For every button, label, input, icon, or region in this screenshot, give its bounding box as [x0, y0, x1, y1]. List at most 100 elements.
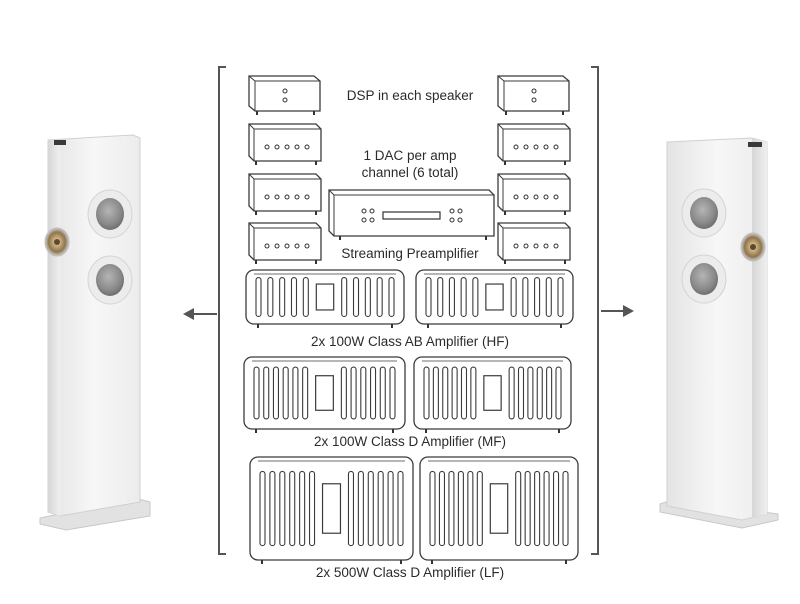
right-speaker-top-badge [748, 142, 762, 147]
amp-lf-label: 2x 500W Class D Amplifier (LF) [315, 565, 505, 580]
heatsink-fin [432, 366, 439, 420]
heatsink-fin [387, 470, 394, 547]
heatsink-fin [423, 366, 430, 420]
amp-center-panel [315, 283, 335, 311]
amplifier-modules [243, 269, 579, 564]
left-dac-1 [248, 123, 322, 165]
heatsink-fin [367, 470, 374, 547]
preamp-display [382, 211, 441, 220]
heatsink-fin [472, 277, 479, 317]
left-dsp-module [248, 75, 321, 115]
dac-label-line-1: 1 DAC per amp [363, 148, 457, 163]
right-bracket [591, 66, 599, 555]
right-dac-2 [497, 173, 571, 215]
heatsink-fin [259, 470, 266, 547]
heatsink-fin [545, 277, 552, 317]
left-bracket [218, 66, 226, 555]
heatsink-fin [470, 366, 477, 420]
heatsink-fin [534, 470, 541, 547]
heatsink-fin [340, 366, 347, 420]
heatsink-fin [460, 277, 467, 317]
heatsink-fin [369, 366, 377, 420]
left-speaker-cabinet [47, 134, 141, 517]
amp-center-panel [483, 375, 502, 411]
heatsink-fin [546, 366, 553, 420]
heatsink-fin [524, 470, 531, 547]
heatsink-fin [438, 470, 446, 547]
heatsink-fin [460, 366, 468, 420]
heatsink-fin [255, 277, 262, 317]
left-speaker [39, 134, 151, 531]
heatsink-fin [263, 366, 270, 420]
amp-center-panel [315, 375, 334, 411]
heatsink-fin [379, 366, 386, 420]
heatsink-fin [442, 366, 449, 420]
right-speaker [659, 137, 779, 529]
right-lower-woofer [690, 263, 718, 295]
right-dac-1 [497, 123, 571, 165]
amp-lf-left [249, 456, 414, 564]
heatsink-fin [448, 470, 455, 547]
heatsink-fin [279, 470, 286, 547]
heatsink-fin [562, 470, 569, 547]
arrow-right-icon [601, 305, 634, 317]
right-speaker-side [752, 138, 767, 518]
amp-hf-left [245, 269, 405, 328]
heatsink-fin [536, 366, 543, 420]
heatsink-fin [292, 366, 299, 420]
heatsink-fin [522, 277, 529, 317]
amp-center-panel [321, 483, 342, 534]
heatsink-fin [350, 366, 357, 420]
arrow-left-icon [183, 308, 217, 320]
heatsink-fin [376, 277, 383, 317]
left-dac-modules [248, 123, 322, 264]
amp-hf-label: 2x 100W Class AB Amplifier (HF) [310, 334, 510, 349]
amp-hf-right [415, 269, 574, 328]
heatsink-fin [279, 277, 286, 317]
heatsink-fin [377, 470, 384, 547]
amp-center-panel [485, 283, 504, 311]
heatsink-fin [302, 277, 309, 317]
amp-mf-left [243, 356, 406, 433]
heatsink-fin [429, 470, 436, 547]
amp-lf-right [419, 456, 579, 564]
heatsink-fin [290, 277, 298, 317]
heatsink-fin [347, 470, 355, 547]
right-dac-3 [497, 222, 571, 264]
heatsink-fin [534, 277, 541, 317]
heatsink-fin [457, 470, 464, 547]
dsp-label: DSP in each speaker [346, 88, 474, 103]
left-speaker-side [48, 140, 60, 516]
heatsink-fin [527, 366, 534, 420]
heatsink-fin [397, 470, 404, 547]
heatsink-fin [253, 366, 260, 420]
heatsink-fin [557, 277, 564, 317]
heatsink-fin [299, 470, 306, 547]
heatsink-fin [543, 470, 550, 547]
heatsink-fin [308, 470, 316, 547]
heatsink-fin [302, 366, 309, 420]
heatsink-fin [510, 277, 517, 317]
heatsink-fin [437, 277, 444, 317]
heatsink-fin [289, 470, 296, 547]
left-speaker-top-badge [54, 140, 66, 145]
heatsink-fin [282, 366, 289, 420]
left-lower-woofer [96, 264, 124, 296]
right-upper-woofer [690, 197, 718, 229]
heatsink-fin [517, 366, 525, 420]
left-dac-2 [248, 173, 322, 215]
left-dac-3 [248, 222, 322, 264]
heatsink-fin [267, 277, 274, 317]
heatsink-fin [360, 366, 367, 420]
heatsink-fin [552, 470, 560, 547]
heatsink-fin [425, 277, 432, 317]
right-dac-modules [497, 123, 571, 264]
heatsink-fin [451, 366, 458, 420]
amp-center-panel [489, 483, 509, 534]
heatsink-fin [508, 366, 515, 420]
amp-mf-label: 2x 100W Class D Amplifier (MF) [313, 434, 507, 449]
heatsink-fin [341, 277, 348, 317]
preamp-label: Streaming Preamplifier [341, 246, 479, 261]
heatsink-fin [467, 470, 474, 547]
